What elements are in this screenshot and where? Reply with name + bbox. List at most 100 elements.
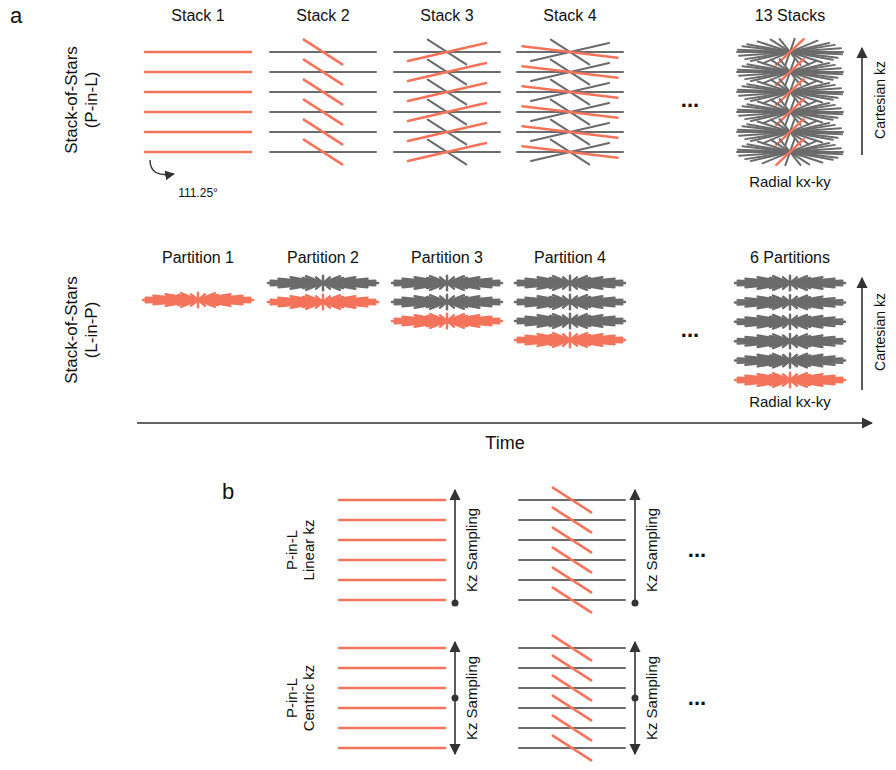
origin-dot [632, 695, 639, 702]
label: P-in-L Centric kz [283, 653, 318, 743]
radial-spoke [304, 140, 342, 165]
radial-spoke [553, 736, 591, 761]
radial-spoke [747, 379, 834, 381]
radial-spoke [392, 282, 502, 285]
radial-spoke [145, 111, 251, 114]
radial-spoke [746, 279, 835, 287]
label: Stack 4 [543, 7, 596, 25]
radial-spoke [735, 282, 845, 285]
label: Stack 2 [296, 7, 349, 25]
radial-spoke [527, 320, 614, 322]
radial-spoke [735, 359, 845, 362]
radial-spoke [746, 298, 835, 306]
radial-spoke [404, 301, 491, 303]
radial-spoke [279, 279, 368, 287]
radial-spoke [527, 301, 614, 303]
radial-spoke [522, 146, 617, 158]
partition-star [735, 353, 845, 367]
radial-spoke [408, 63, 486, 81]
radial-spoke [404, 282, 491, 284]
radial-spoke [522, 66, 617, 78]
radial-spoke [522, 86, 617, 98]
radial-spoke [515, 282, 625, 285]
label: Cartesian kz [872, 293, 888, 371]
radial-spoke [339, 559, 445, 562]
radial-spoke [395, 300, 500, 304]
radial-spoke [403, 317, 492, 325]
label: Cartesian kz [872, 61, 888, 139]
partition-star [735, 373, 845, 387]
radial-spoke [553, 508, 591, 533]
radial-spoke [339, 667, 445, 670]
partition-star [392, 276, 502, 290]
radial-spoke [776, 139, 803, 165]
stack-group [517, 40, 623, 165]
radial-spoke [403, 279, 492, 287]
partition-star [268, 295, 378, 309]
radial-spoke [339, 599, 445, 602]
partition-star [268, 276, 378, 290]
radial-spoke [304, 40, 342, 65]
label: Time [485, 433, 524, 454]
label: Kz Sampling [643, 656, 660, 740]
label: Kz Sampling [463, 508, 480, 592]
label: Kz Sampling [643, 508, 660, 592]
stack-group [519, 488, 625, 613]
radial-spoke [408, 43, 486, 61]
radial-spoke [392, 301, 502, 304]
radial-spoke [747, 360, 834, 362]
radial-spoke [553, 488, 591, 513]
radial-spoke [395, 319, 500, 323]
label: 111.25° [178, 187, 218, 201]
radial-spoke [515, 339, 625, 342]
radial-spoke [339, 707, 445, 710]
radial-spoke [408, 123, 486, 141]
radial-spoke [527, 282, 614, 284]
radial-spoke [526, 298, 615, 306]
kz-axis [861, 278, 863, 390]
label: Radial kx-ky [749, 173, 831, 190]
radial-spoke [747, 282, 834, 284]
time-axis [137, 422, 872, 424]
radial-spoke [155, 299, 242, 301]
label: a [10, 3, 22, 28]
kz-sampling-axis [634, 490, 636, 603]
stack-group [394, 40, 500, 165]
label: Kz Sampling [463, 656, 480, 740]
radial-spoke [408, 83, 486, 101]
label: Stack 1 [171, 7, 224, 25]
radial-spoke [747, 302, 834, 304]
radial-spoke [738, 320, 843, 324]
radial-spoke [339, 539, 445, 542]
stack-group [145, 52, 251, 152]
radial-spoke [408, 103, 486, 121]
radial-spoke [746, 318, 835, 326]
radial-spoke [145, 71, 251, 74]
partition-star [735, 276, 845, 290]
partition-star [515, 314, 625, 328]
stack-group [519, 636, 625, 761]
radial-spoke [553, 676, 591, 701]
radial-spoke [404, 320, 491, 322]
radial-spoke [392, 320, 502, 323]
radial-spoke [522, 126, 617, 138]
radial-spoke [526, 336, 615, 344]
radial-spoke [735, 379, 845, 382]
radial-spoke [339, 499, 445, 502]
partition-star [515, 276, 625, 290]
stack-group [339, 500, 445, 600]
label: Partition 2 [287, 249, 359, 267]
radial-spoke [304, 120, 342, 145]
radial-spoke [515, 301, 625, 304]
radial-spoke [403, 298, 492, 306]
radial-spoke [339, 579, 445, 582]
radial-spoke [527, 339, 614, 341]
radial-spoke [518, 338, 623, 342]
kz-axis [861, 48, 863, 155]
radial-spoke [271, 300, 376, 304]
stack-group [270, 40, 376, 165]
radial-spoke [553, 568, 591, 593]
partition-star [735, 315, 845, 329]
